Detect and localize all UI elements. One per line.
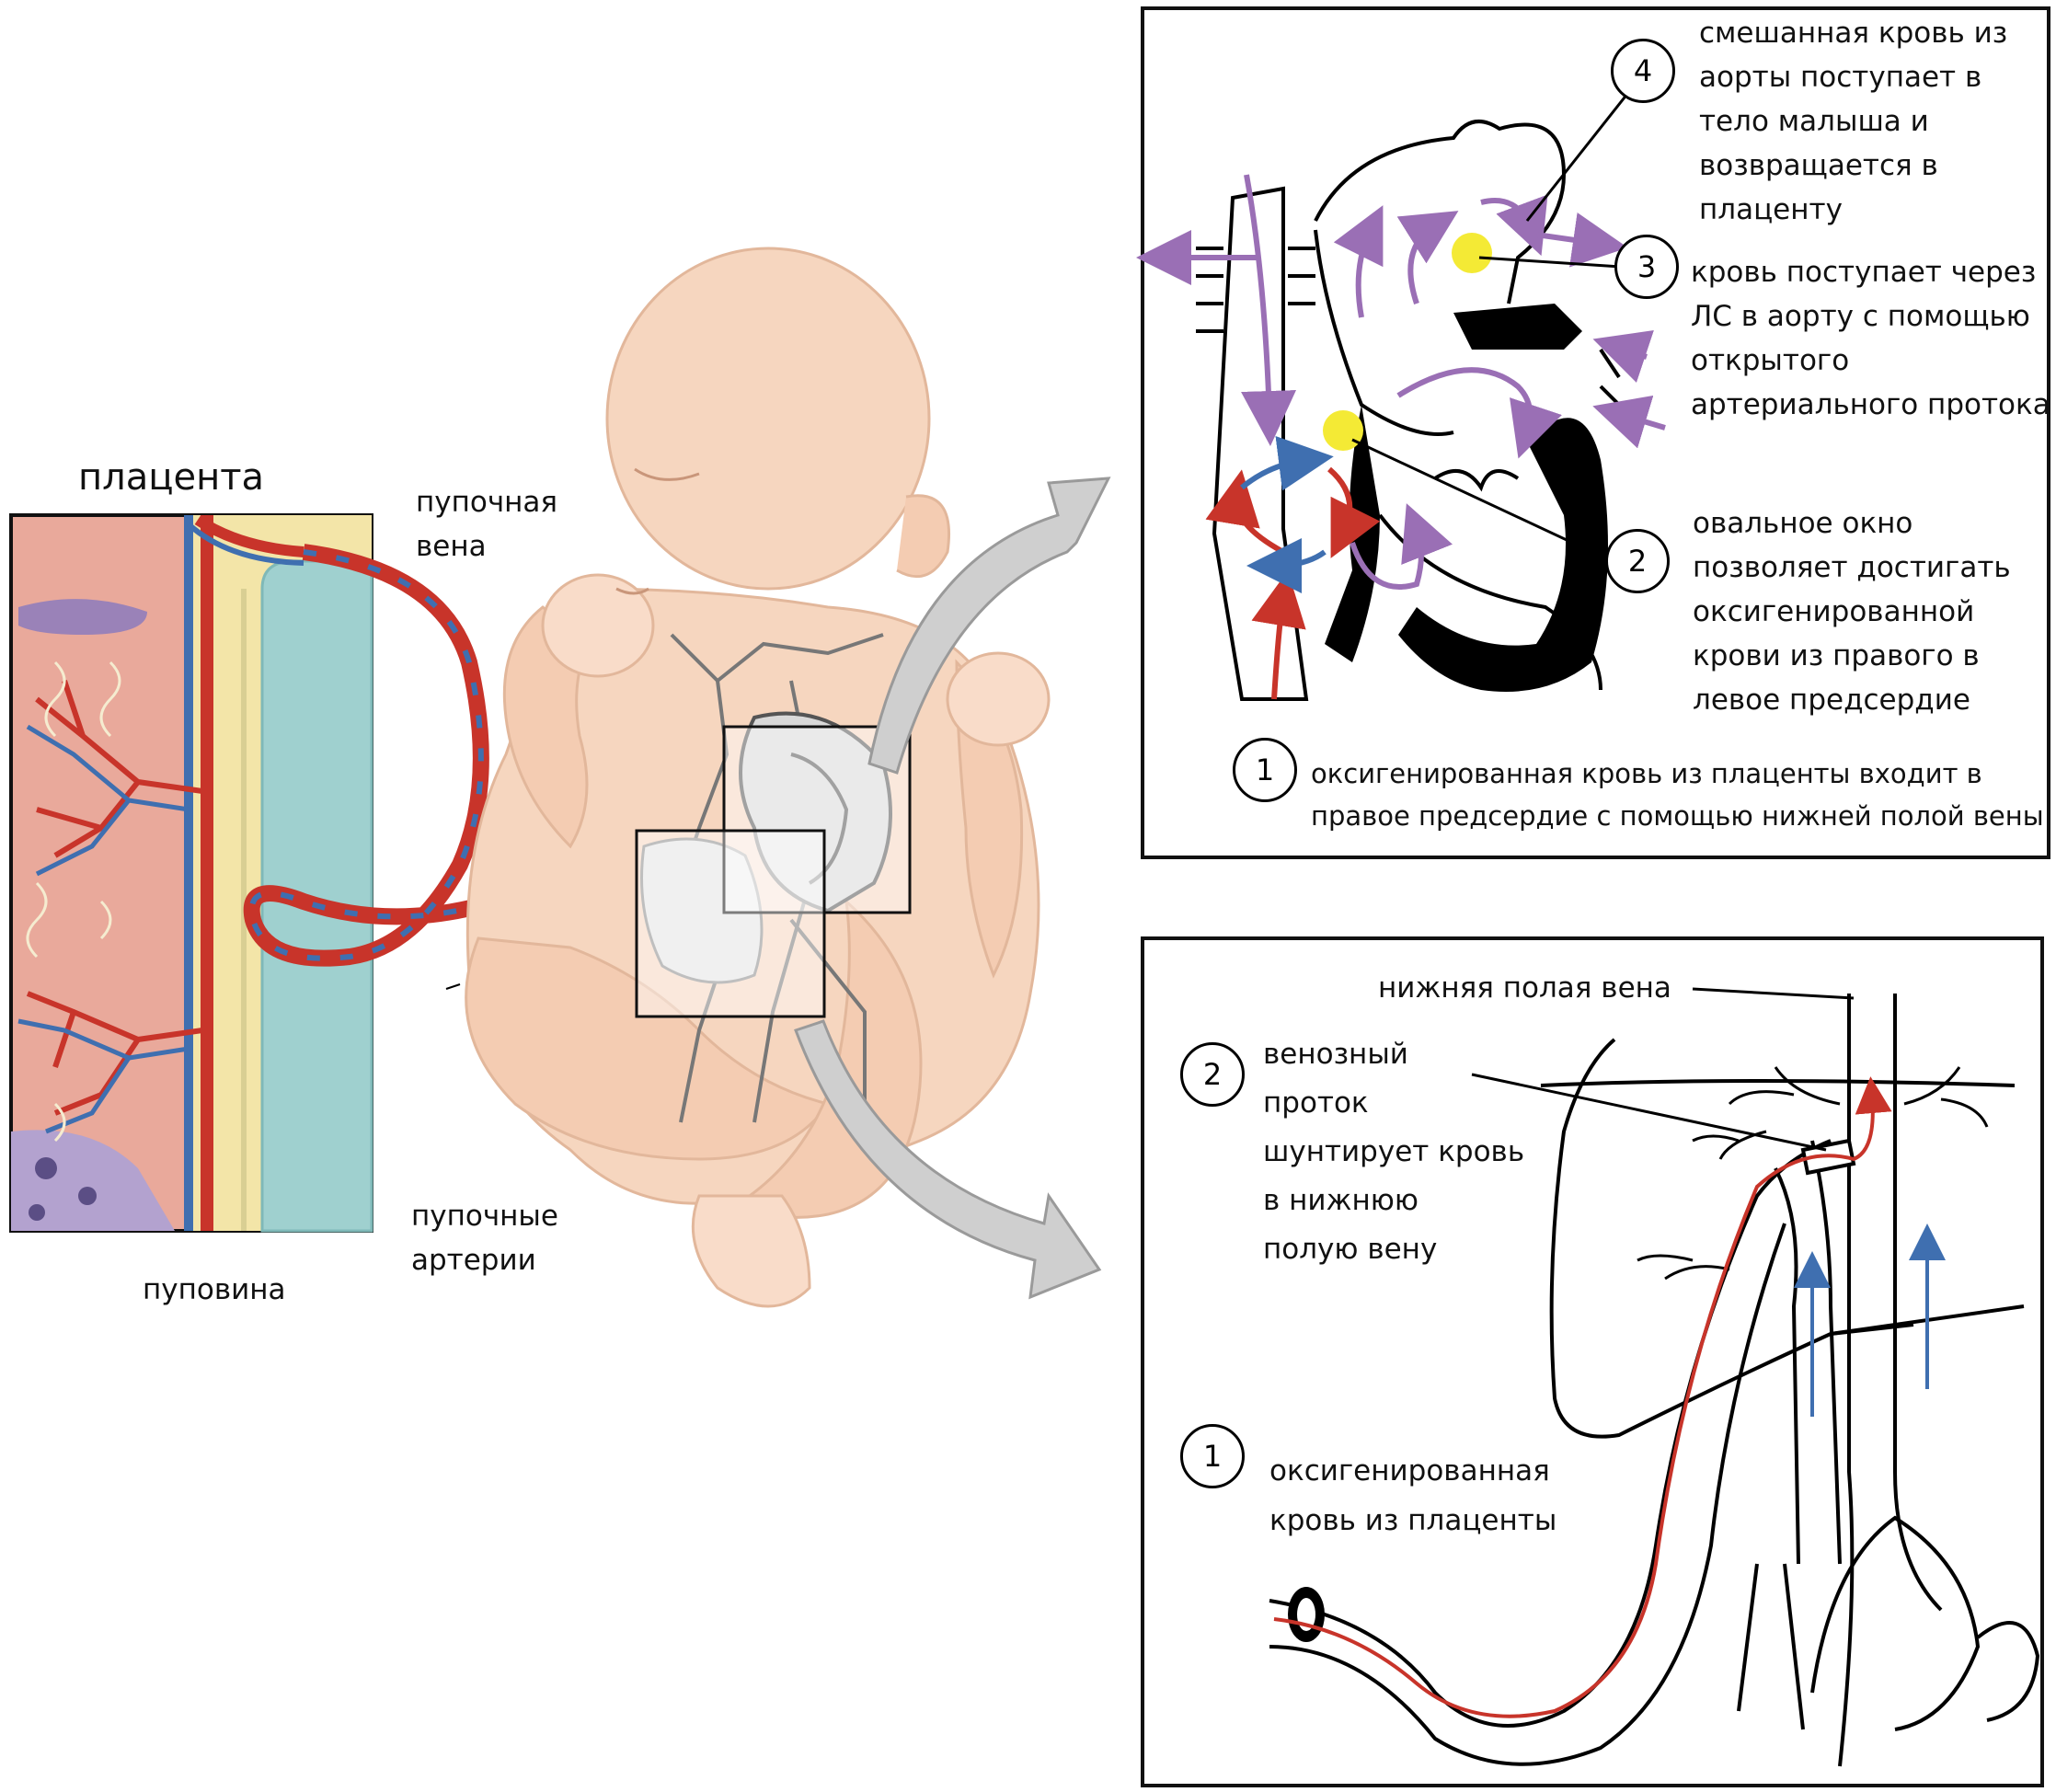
heart-step-2-line: крови из правого в <box>1693 639 1980 672</box>
heart-step-3-line: кровь поступает через <box>1691 256 2037 289</box>
heart-step-4-number: 4 <box>1611 39 1675 103</box>
liver-step-1-number: 1 <box>1180 1424 1245 1488</box>
heart-step-4-line: смешанная кровь из <box>1699 17 2008 50</box>
liver-step-1-line: оксигенированная <box>1269 1454 1550 1488</box>
umbilical-vein-line-1: пупочная <box>416 486 558 519</box>
liver-panel <box>1141 936 2044 1787</box>
heart-step-2-number: 2 <box>1605 529 1670 593</box>
liver-step-2-text: венозный проток шунтирует кровь в нижнюю… <box>1263 1030 1524 1274</box>
heart-step-2-line: левое предсердие <box>1693 683 1970 717</box>
heart-step-3-text: кровь поступает через ЛС в аорту с помощ… <box>1691 250 2050 427</box>
heart-step-2-line: овальное окно <box>1693 507 1913 540</box>
liver-step-2-line: проток <box>1263 1086 1369 1120</box>
heart-step-1-line: оксигенированная кровь из плаценты входи… <box>1311 758 1982 789</box>
heart-step-3-number: 3 <box>1614 235 1679 299</box>
heart-step-3-line: ЛС в аорту с помощью <box>1691 300 2030 333</box>
umbilical-vein-line-2: вена <box>416 530 487 563</box>
heart-step-4-line: возвращается в <box>1699 149 1938 182</box>
heart-step-4-line: плаценту <box>1699 193 1843 226</box>
heart-step-4-line: тело малыша и <box>1699 105 1929 138</box>
umbilical-arteries-label: пупочные артерии <box>411 1194 558 1282</box>
heart-step-1-number: 1 <box>1233 738 1297 802</box>
liver-step-2-number: 2 <box>1180 1042 1245 1107</box>
ivc-label: нижняя полая вена <box>1378 971 1671 1005</box>
baby-heart-sketch <box>739 711 892 913</box>
liver-step-2-line: полую вену <box>1263 1233 1438 1266</box>
heart-step-2-line: оксигенированной <box>1693 595 1975 628</box>
liver-step-2-line: шунтирует кровь <box>1263 1135 1525 1168</box>
heart-step-1-text: оксигенированная кровь из плаценты входи… <box>1311 752 2044 837</box>
heart-step-2-line: позволяет достигать <box>1693 551 2011 584</box>
heart-panel <box>1136 6 2050 859</box>
umbilical-arteries-line-1: пупочные <box>411 1200 558 1233</box>
umbilical-cord-label: пуповина <box>143 1273 286 1306</box>
liver-step-1-text: оксигенированная кровь из плаценты <box>1269 1446 1556 1545</box>
baby-liver-sketch <box>640 837 764 984</box>
heart-step-4-text: смешанная кровь из аорты поступает в тел… <box>1699 11 2007 232</box>
heart-step-3-line: открытого <box>1691 344 1850 377</box>
umbilical-arteries-line-2: артерии <box>411 1244 536 1277</box>
liver-step-2-line: в нижнюю <box>1263 1184 1419 1217</box>
umbilical-vein-label: пупочная вена <box>416 480 557 569</box>
heart-step-4-line: аорты поступает в <box>1699 61 1982 94</box>
placenta-panel <box>9 513 373 1233</box>
placenta-title: плацента <box>78 456 265 499</box>
callout-arrows <box>794 477 1111 1300</box>
heart-step-2-text: овальное окно позволяет достигать оксиге… <box>1693 501 2011 722</box>
heart-step-1-line: правое предсердие с помощью нижней полой… <box>1311 800 2044 832</box>
liver-inset-box <box>635 829 826 1018</box>
heart-step-3-line: артериального протока <box>1691 388 2050 421</box>
liver-step-2-line: венозный <box>1263 1038 1408 1071</box>
liver-step-1-line: кровь из плаценты <box>1269 1504 1557 1537</box>
